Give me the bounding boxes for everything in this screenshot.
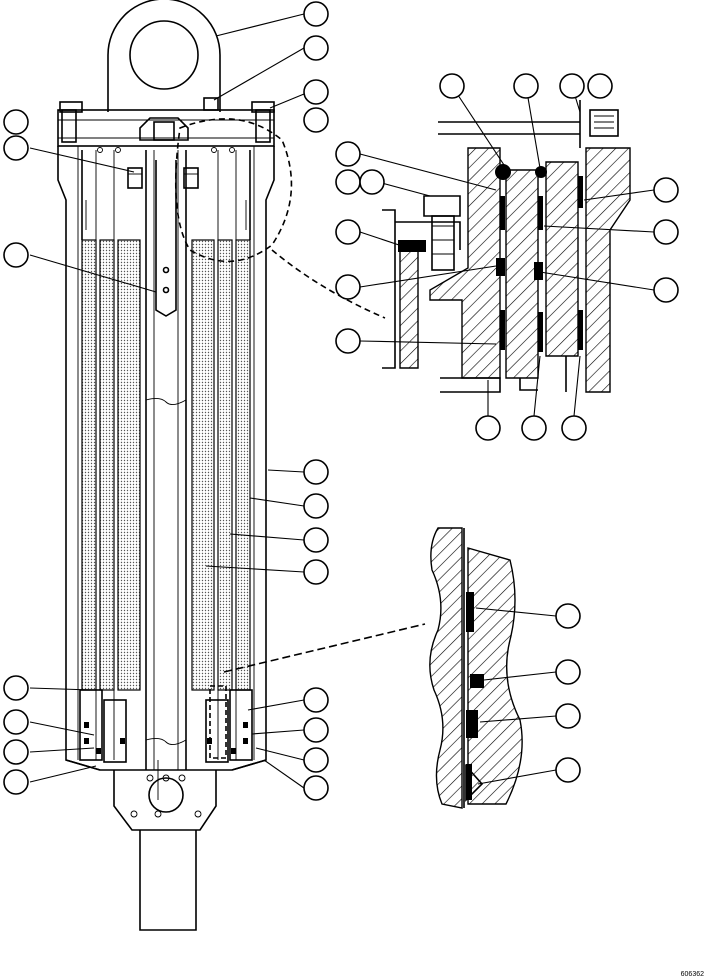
- head-cap: [57, 97, 275, 147]
- cylinder-stages: [81, 150, 251, 760]
- detail-marker-lower: [223, 623, 426, 673]
- callout-bubble: [587, 73, 613, 99]
- upper-leaders: [359, 85, 655, 417]
- callout-bubble: [3, 242, 29, 268]
- callout-bubble: [335, 169, 361, 195]
- callout-bubble: [3, 135, 29, 161]
- main-leaders: [29, 13, 305, 789]
- upper-detail-view: [359, 85, 655, 417]
- callout-bubble: [475, 415, 501, 441]
- callout-bubble: [653, 277, 679, 303]
- callouts-upper-detail: [335, 73, 679, 441]
- callout-bubble: [555, 603, 581, 629]
- callout-bubble: [3, 769, 29, 795]
- callout-bubble: [3, 675, 29, 701]
- callout-bubble: [555, 659, 581, 685]
- center-rod: [145, 150, 187, 770]
- callout-bubble: [303, 35, 329, 61]
- callout-bubble: [335, 274, 361, 300]
- mounting-eye: [107, 0, 221, 112]
- callout-bubble: [335, 219, 361, 245]
- main-cylinder-view: [29, 0, 426, 931]
- bottom-glands: [65, 685, 267, 771]
- callout-bubble: [359, 169, 385, 195]
- callout-bubble: [653, 219, 679, 245]
- callout-bubble: [303, 687, 329, 713]
- callout-bubble: [335, 141, 361, 167]
- callout-bubble: [303, 79, 329, 105]
- callout-bubble: [303, 775, 329, 801]
- callout-bubble: [303, 747, 329, 773]
- callout-bubble: [303, 1, 329, 27]
- figure-reference-code: 606362: [680, 971, 704, 978]
- callout-bubble: [3, 109, 29, 135]
- callout-bubble: [303, 107, 329, 133]
- callout-bubble: [335, 328, 361, 354]
- callout-bubble: [555, 757, 581, 783]
- lower-leaders: [475, 607, 557, 785]
- callout-bubble: [559, 73, 585, 99]
- callout-bubble: [521, 415, 547, 441]
- callout-bubble: [653, 177, 679, 203]
- detail-marker-upper: [174, 118, 386, 319]
- callout-bubble: [303, 527, 329, 553]
- callout-bubble: [561, 415, 587, 441]
- callouts-lower-detail: [555, 603, 581, 783]
- callout-bubble: [3, 709, 29, 735]
- rod-end: [113, 760, 217, 931]
- stage-tops: [81, 147, 251, 240]
- callout-bubble: [303, 559, 329, 585]
- callout-bubble: [303, 459, 329, 485]
- detail-bolt: [423, 195, 461, 271]
- callout-bubble: [3, 739, 29, 765]
- callouts-main: [3, 1, 329, 801]
- callout-bubble: [303, 717, 329, 743]
- head-bolts: [127, 167, 199, 189]
- lower-detail-view: [429, 527, 557, 809]
- callout-bubble: [555, 703, 581, 729]
- callout-bubble: [439, 73, 465, 99]
- callout-bubble: [513, 73, 539, 99]
- callout-bubble: [303, 493, 329, 519]
